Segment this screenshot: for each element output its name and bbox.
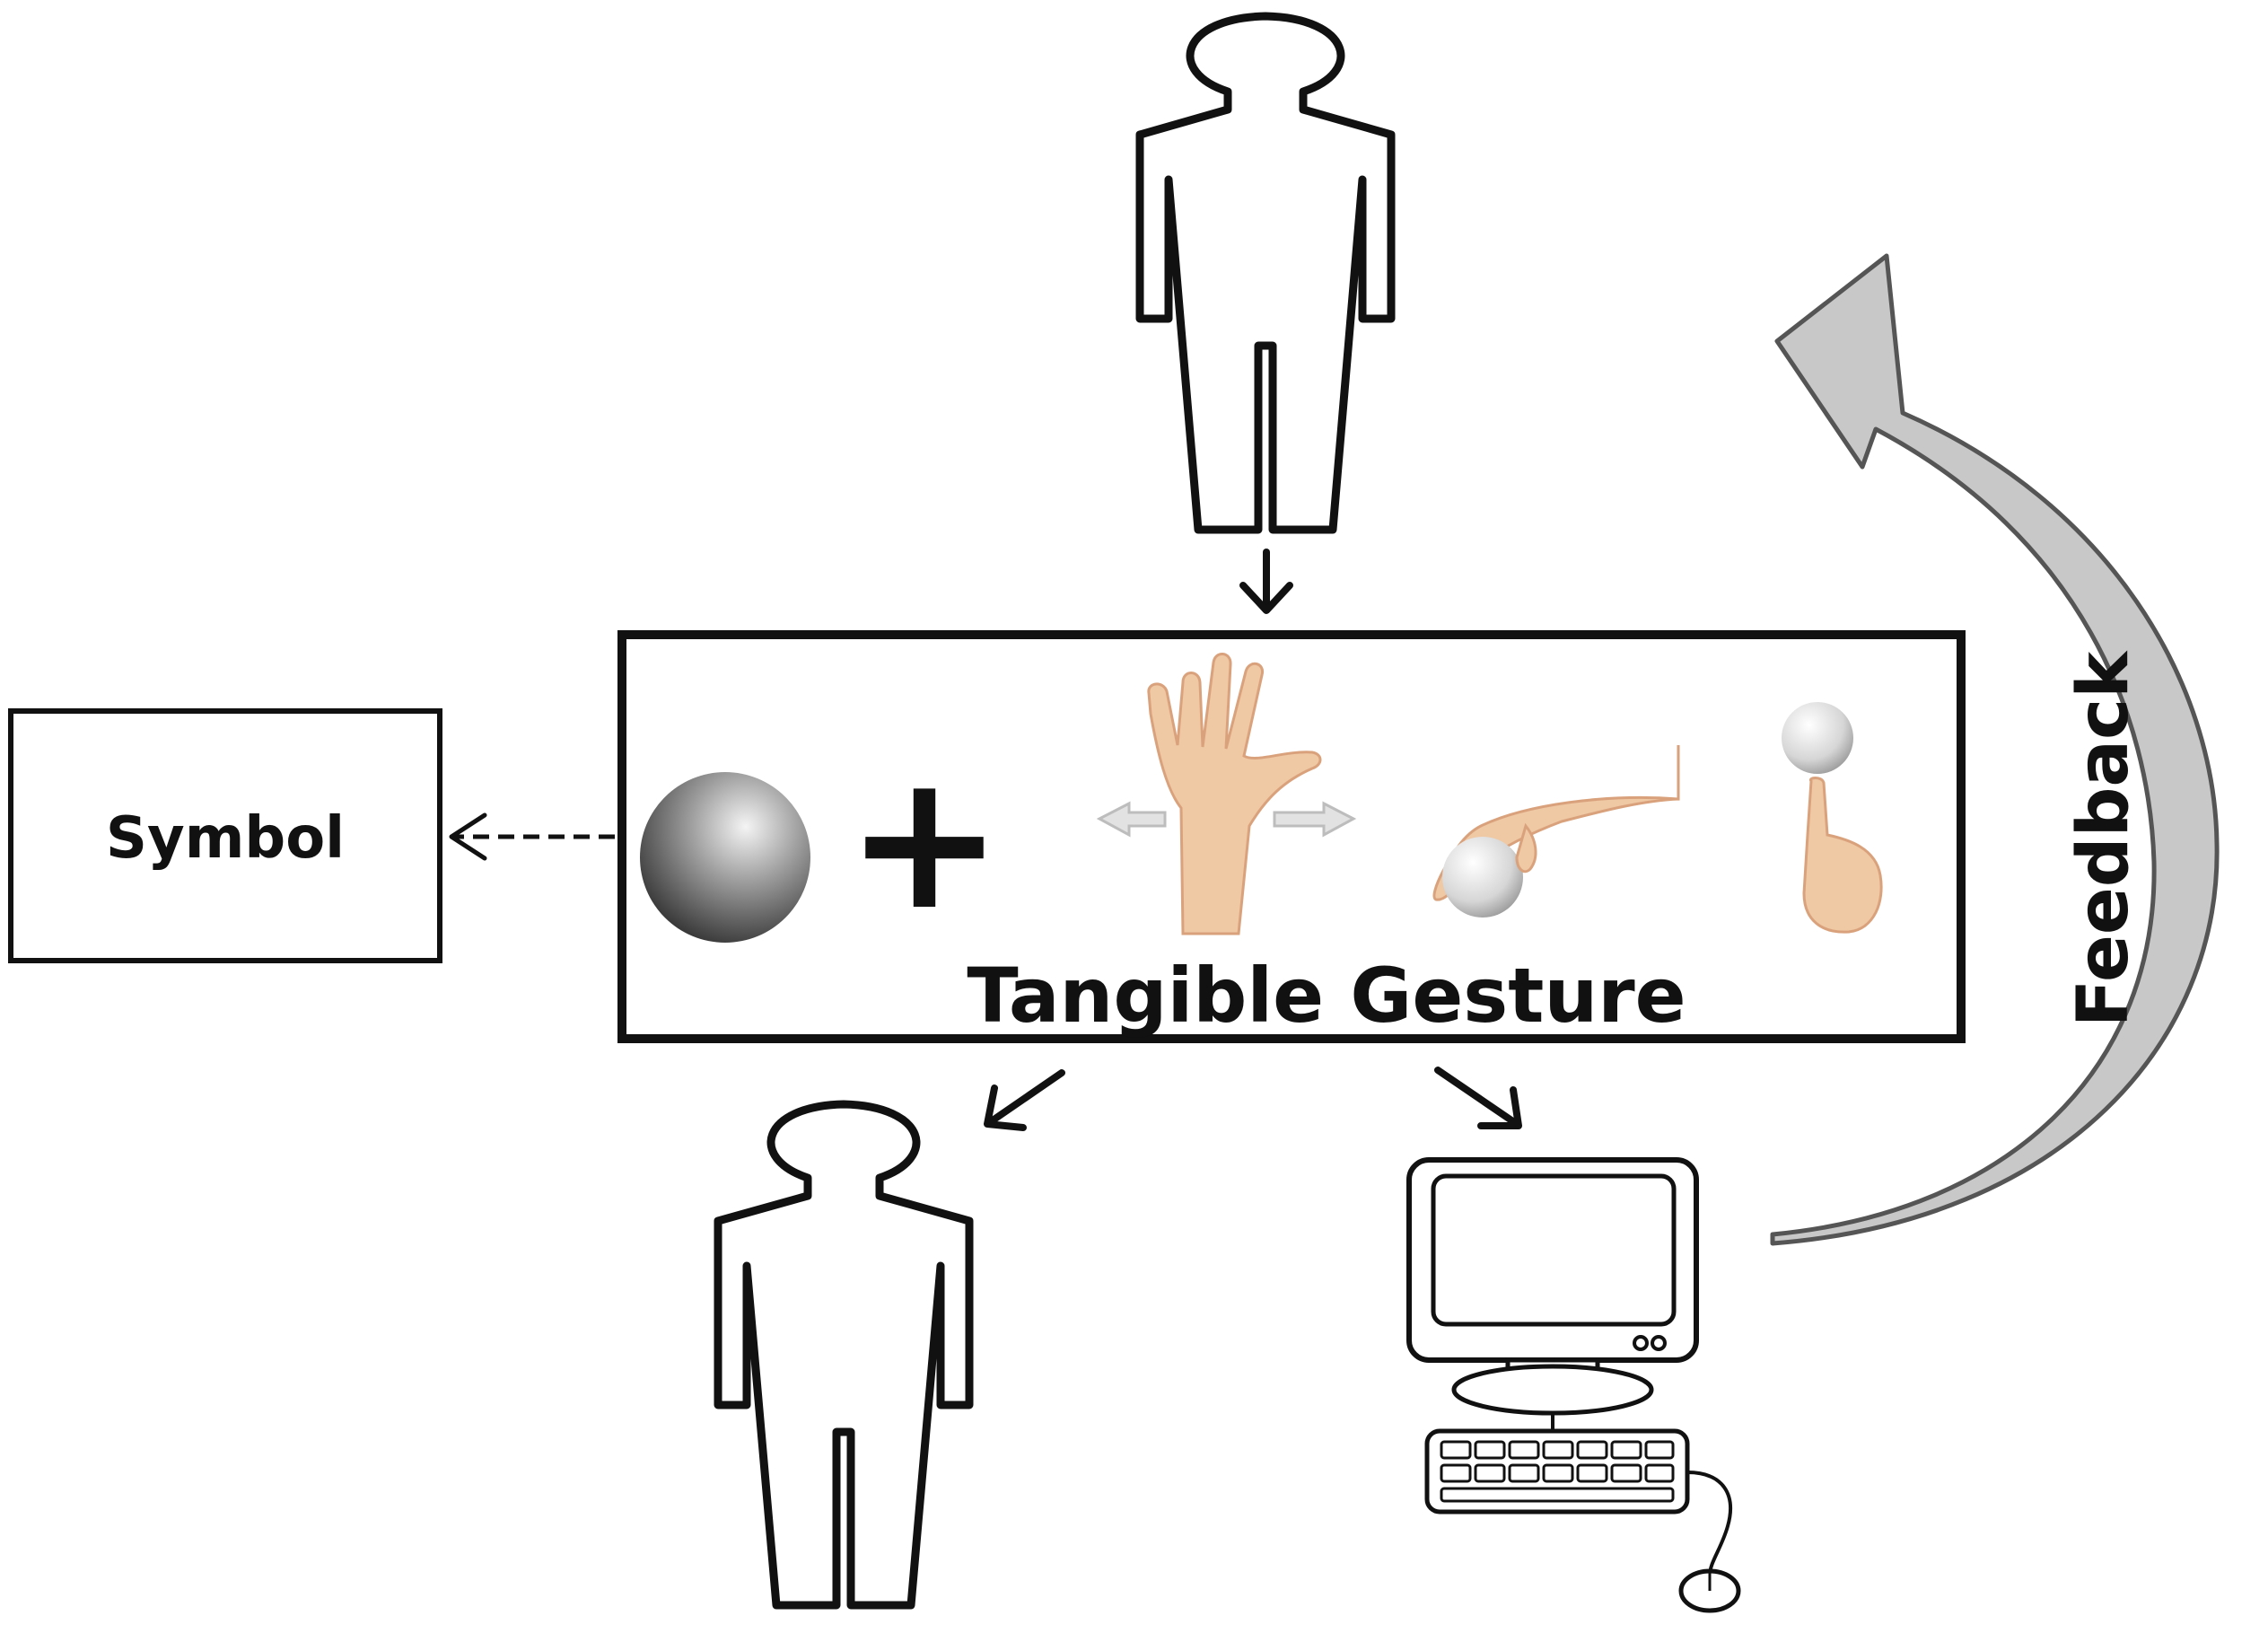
person-bottom-icon <box>714 1100 974 1610</box>
symbol-label: Symbol <box>106 805 345 872</box>
hand-grasping-ball-icon <box>1432 745 1680 918</box>
tangible-gesture-label: Tangible Gesture <box>967 952 1686 1040</box>
finger-balancing-ball-icon <box>1782 702 1883 934</box>
arrow-person-to-gesture <box>1239 549 1293 614</box>
move-left-arrow-icon <box>1096 801 1167 838</box>
person-top-icon <box>1135 12 1396 534</box>
feedback-label: Feedback <box>2063 650 2144 1027</box>
arrow-gesture-to-person <box>984 1069 1065 1131</box>
symbol-box: Symbol <box>8 708 442 963</box>
move-right-arrow-icon <box>1273 801 1357 838</box>
feedback-curved-arrow <box>1770 253 2220 1246</box>
desktop-computer-icon <box>1406 1157 1741 1613</box>
tangible-gesture-box: + Tangible Gesture <box>617 630 1966 1043</box>
sphere-object-icon <box>640 772 810 943</box>
arrow-gesture-to-computer <box>1434 1067 1522 1129</box>
keyboard-keys <box>1440 1440 1675 1503</box>
open-hand-gesture-icon <box>1147 653 1322 935</box>
plus-sign: + <box>845 732 1003 952</box>
dashed-arrow-gesture-to-symbol <box>449 812 615 861</box>
